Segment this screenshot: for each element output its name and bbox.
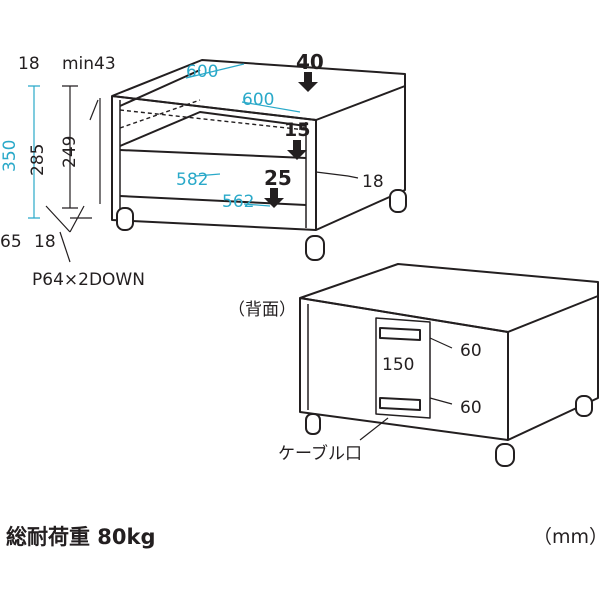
unit-label: （mm） (533, 526, 600, 548)
dim-285 (62, 85, 78, 209)
caster-label: 65 (0, 232, 22, 252)
dim-350 (28, 85, 40, 219)
dim-600 (185, 63, 301, 113)
rear-view-title: （背面） (228, 300, 296, 320)
width-outer-label: 600 (186, 62, 219, 82)
top-thickness-label: 18 (18, 54, 40, 74)
load-arrow-shelf-icon (287, 140, 307, 160)
cable-port-label: ケーブル口 (278, 444, 362, 464)
height-total-label: 350 (0, 139, 20, 172)
height-top-label: 285 (28, 143, 48, 176)
load-top-label: 40 (296, 50, 324, 74)
dim-depth (195, 173, 271, 207)
load-arrow-top-icon (298, 72, 318, 92)
opening-height-label: 150 (382, 355, 415, 375)
shelf-thickness-label: 18 (362, 172, 384, 192)
pitch-note-label: P64×2DOWN (32, 270, 145, 290)
height-inner-label: 249 (60, 135, 80, 168)
depth-upper-label: 582 (176, 170, 209, 190)
lower-hole-label: 60 (460, 398, 482, 418)
front-cart-body (111, 59, 406, 231)
dim-foot (45, 205, 92, 233)
load-arrow-bottom-icon (264, 188, 284, 208)
width-inner-label: 600 (242, 90, 275, 110)
front-caster-set (116, 189, 407, 261)
rear-cart-body (299, 263, 599, 441)
rear-caster-set (305, 395, 593, 467)
bottom-thickness-label: 18 (34, 232, 56, 252)
dim-18-right (315, 171, 359, 179)
pitch-leader (59, 231, 71, 263)
min-gap-label: min43 (62, 54, 116, 74)
dim-min43 (89, 99, 99, 121)
load-shelf-label: 15 (284, 119, 311, 141)
upper-hole-label: 60 (460, 341, 482, 361)
cable-leader (359, 417, 389, 441)
rear-leaders (429, 337, 453, 405)
load-bottom-label: 25 (264, 166, 292, 190)
load-capacity-label: 総耐荷重 80kg (6, 525, 156, 549)
depth-lower-label: 562 (222, 192, 255, 212)
